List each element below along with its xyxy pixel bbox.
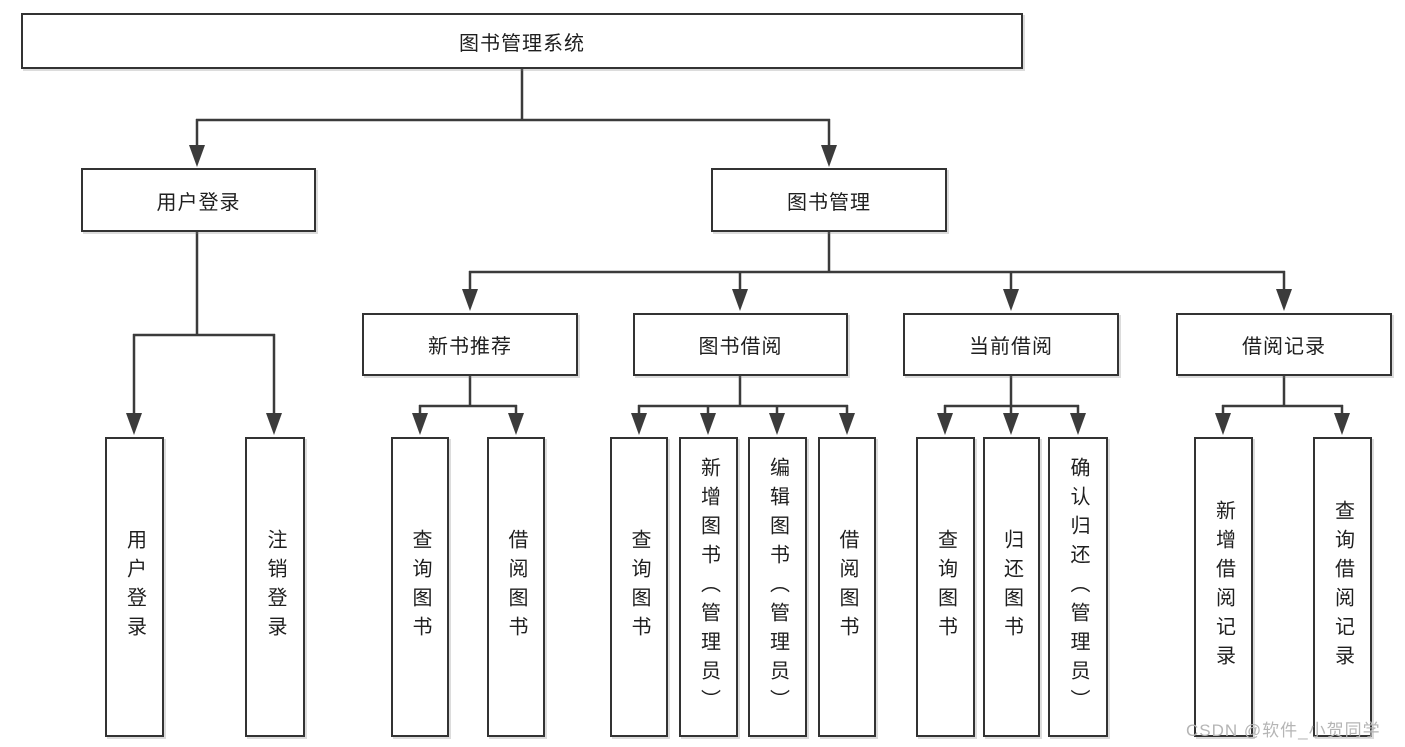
edge-current-borrowing-to-children <box>937 376 1086 435</box>
edge-root-to-level2 <box>189 69 837 167</box>
csdn-watermark: CSDN @软件_小贺同学 <box>1186 721 1381 740</box>
leaf-edit-book-admin-label: 编辑图书（管理员） <box>766 456 789 718</box>
edge-borrowing-records-to-children <box>1215 376 1350 435</box>
leaf-add-borrow-record: 新增借阅记录 <box>1194 437 1253 737</box>
leaf-query-borrow-record-label: 查询借阅记录 <box>1331 500 1354 674</box>
leaf-add-book-admin: 新增图书（管理员） <box>679 437 738 737</box>
leaf-recommend-borrow-books-label: 借阅图书 <box>505 529 527 645</box>
leaf-current-query-books: 查询图书 <box>916 437 975 737</box>
leaf-return-books-label: 归还图书 <box>1000 529 1023 645</box>
edge-book-management-to-level3 <box>462 232 1292 311</box>
leaf-add-borrow-record-label: 新增借阅记录 <box>1212 500 1235 674</box>
leaf-user-login-label: 用户登录 <box>123 529 146 645</box>
node-current-borrowing-label: 当前借阅 <box>969 336 1053 358</box>
leaf-borrowing-borrow-books-label: 借阅图书 <box>836 529 858 645</box>
edge-new-book-recommend-to-children <box>412 376 524 435</box>
node-root-library-system: 图书管理系统 <box>21 13 1023 69</box>
node-borrowing-records: 借阅记录 <box>1176 313 1392 376</box>
node-user-login-label: 用户登录 <box>156 191 241 214</box>
node-current-borrowing: 当前借阅 <box>903 313 1119 376</box>
leaf-borrowing-borrow-books: 借阅图书 <box>818 437 876 737</box>
leaf-add-book-admin-label: 新增图书（管理员） <box>697 456 720 718</box>
edge-book-borrowing-to-children <box>631 376 855 435</box>
leaf-confirm-return-admin: 确认归还（管理员） <box>1048 437 1108 737</box>
node-book-borrowing: 图书借阅 <box>633 313 848 376</box>
leaf-logout: 注销登录 <box>245 437 305 737</box>
node-borrowing-records-label: 借阅记录 <box>1242 336 1326 358</box>
leaf-user-login: 用户登录 <box>105 437 164 737</box>
leaf-recommend-borrow-books: 借阅图书 <box>487 437 545 737</box>
leaf-current-query-books-label: 查询图书 <box>934 529 957 645</box>
leaf-edit-book-admin: 编辑图书（管理员） <box>748 437 807 737</box>
node-new-book-recommend-label: 新书推荐 <box>428 336 512 358</box>
node-book-management-label: 图书管理 <box>787 191 871 214</box>
leaf-query-borrow-record: 查询借阅记录 <box>1313 437 1372 737</box>
leaf-return-books: 归还图书 <box>983 437 1040 737</box>
leaf-borrowing-query-books-label: 查询图书 <box>628 529 650 645</box>
leaf-borrowing-query-books: 查询图书 <box>610 437 668 737</box>
node-book-borrowing-label: 图书借阅 <box>698 336 783 358</box>
node-user-login: 用户登录 <box>81 168 316 232</box>
node-book-management: 图书管理 <box>711 168 947 232</box>
leaf-logout-label: 注销登录 <box>264 529 286 645</box>
leaf-recommend-query-books: 查询图书 <box>391 437 449 737</box>
node-root-label: 图书管理系统 <box>459 32 585 55</box>
edge-user-login-to-children <box>126 232 282 435</box>
leaf-confirm-return-admin-label: 确认归还（管理员） <box>1067 456 1089 718</box>
node-new-book-recommend: 新书推荐 <box>362 313 578 376</box>
leaf-recommend-query-books-label: 查询图书 <box>409 529 431 645</box>
